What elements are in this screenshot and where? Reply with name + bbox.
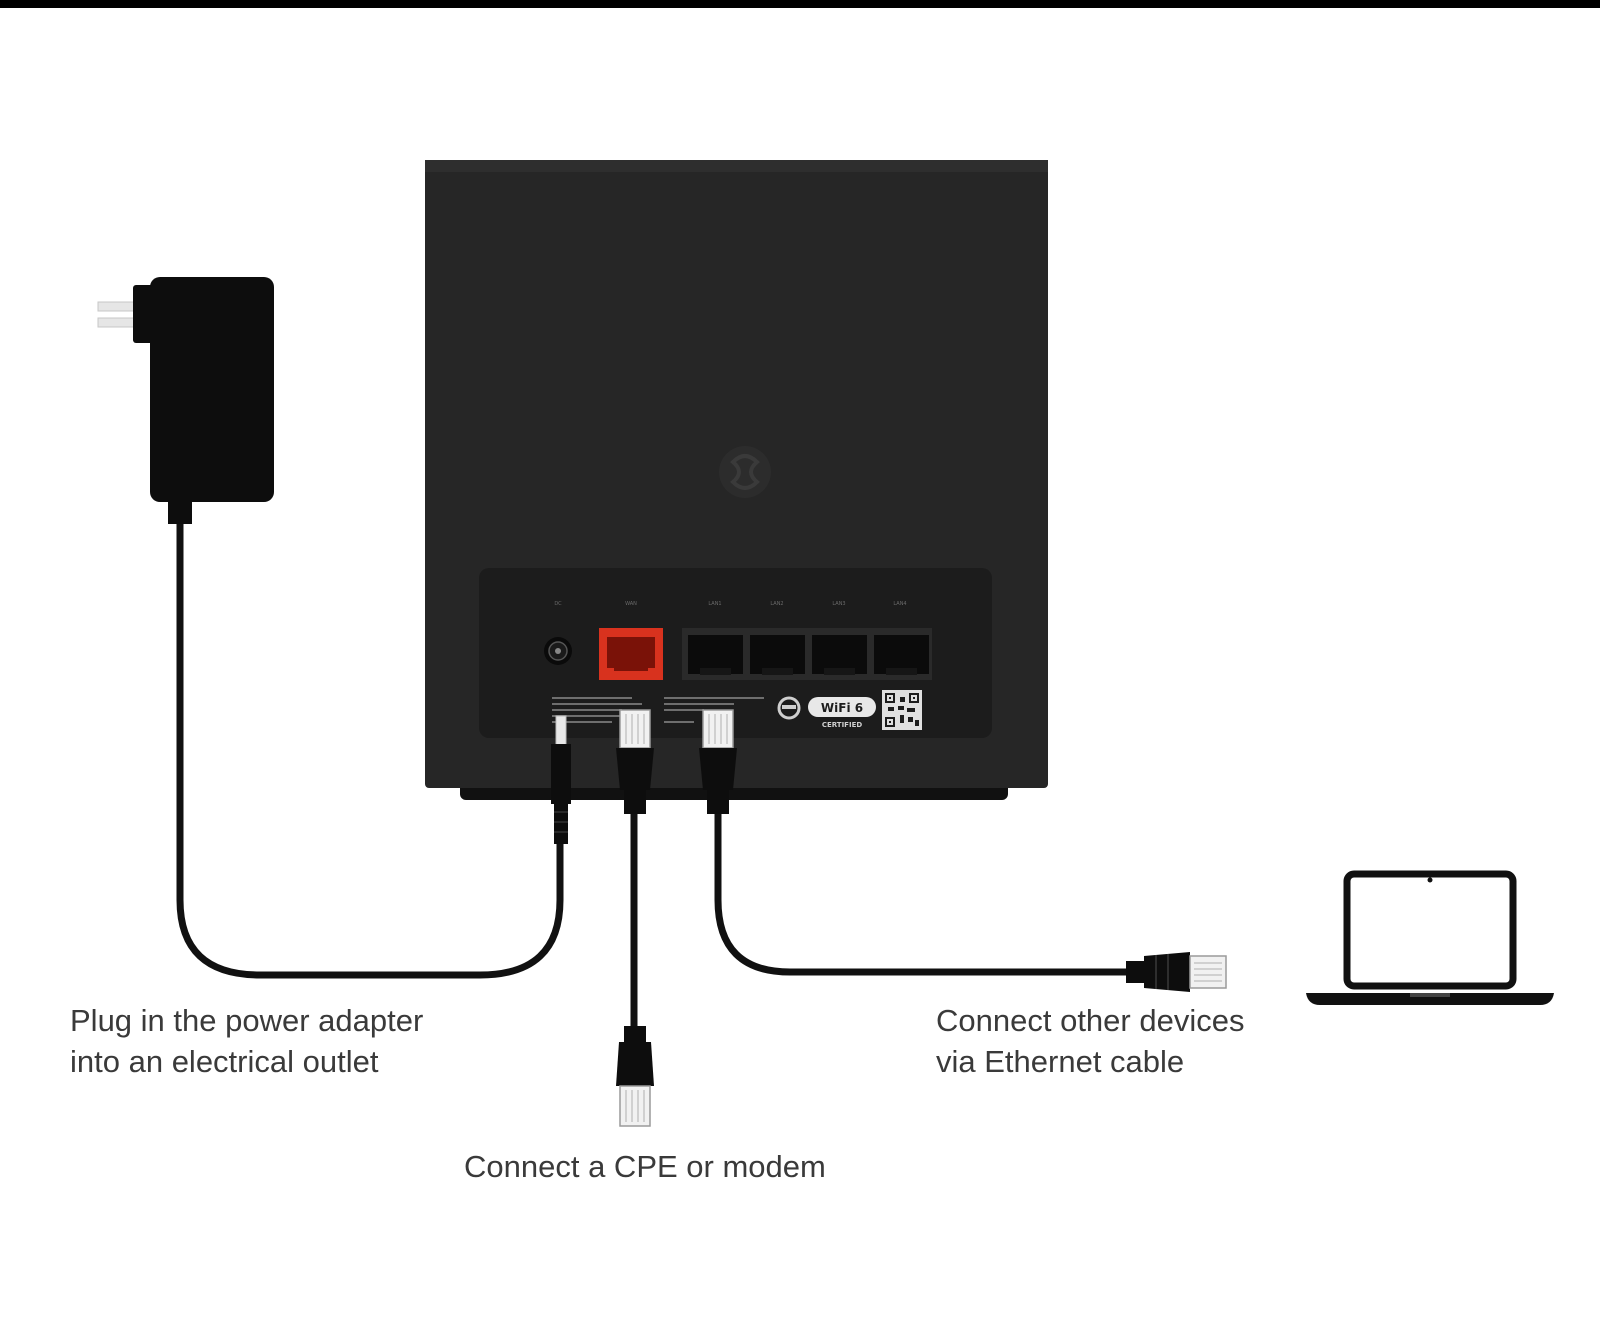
caption-power-line-2: into an electrical outlet (70, 1044, 379, 1079)
router-icon: DC WAN LAN1 LAN2 LAN3 LAN4 (425, 160, 1048, 800)
port-label-dc: DC (554, 601, 562, 607)
router-logo-icon (719, 446, 771, 498)
caption-power-line-1: Plug in the power adapter (70, 1003, 424, 1038)
top-border (0, 0, 1600, 8)
port-label-lan1: LAN1 (708, 601, 721, 607)
port-label-wan: WAN (625, 601, 637, 607)
product-label (552, 697, 764, 723)
wifi6-certified-text: CERTIFIED (822, 721, 863, 729)
ethernet-plug-icon (699, 709, 737, 814)
port-label-lan2: LAN2 (770, 601, 783, 607)
caption-ethernet: Connect other devices via Ethernet cable (936, 1000, 1244, 1082)
wan-port (599, 628, 663, 680)
caption-ethernet-line-1: Connect other devices (936, 1003, 1245, 1038)
cables (176, 513, 1134, 1034)
certification-mark-icon (777, 696, 801, 720)
laptop-icon (1306, 870, 1554, 1005)
qr-code-icon (882, 690, 922, 730)
caption-cpe-line: Connect a CPE or modem (464, 1149, 826, 1184)
lan-ports (682, 628, 932, 680)
ethernet-plug-icon (1126, 952, 1227, 992)
wifi6-certified-badge: WiFi 6 CERTIFIED (808, 697, 876, 729)
lan-cable (714, 808, 1134, 976)
dc-power-port (544, 637, 572, 665)
caption-power-adapter: Plug in the power adapter into an electr… (70, 1000, 423, 1082)
port-label-lan3: LAN3 (832, 601, 845, 607)
wifi6-badge-text: WiFi 6 (821, 701, 863, 715)
port-label-lan4: LAN4 (893, 601, 906, 607)
power-cable (176, 513, 564, 979)
dc-barrel-plug-icon (551, 715, 571, 844)
caption-ethernet-line-2: via Ethernet cable (936, 1044, 1185, 1079)
ethernet-plug-icon (616, 1026, 654, 1127)
power-adapter-icon (97, 277, 274, 524)
caption-cpe-modem: Connect a CPE or modem (464, 1146, 826, 1187)
ethernet-plug-icon (616, 709, 654, 814)
